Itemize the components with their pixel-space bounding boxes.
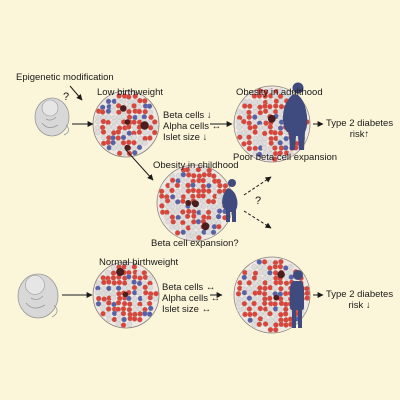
low-birthweight-label: Low birthweight <box>97 87 164 98</box>
beta-cell-expansion-question-label: Beta cell expansion? <box>151 238 239 249</box>
top-risk-label: Type 2 diabetes risk↑ <box>326 118 394 140</box>
question-mark-child: ? <box>255 195 262 207</box>
normal-birthweight-label: Normal birthweight <box>99 257 179 268</box>
poor-expansion-label: Poor beta cell expansion <box>233 152 338 163</box>
question-mark-epigenetic: ? <box>63 91 70 103</box>
arrow-epigenetic <box>69 85 83 101</box>
islet-low-birthweight <box>92 90 160 158</box>
bottom-change-beta: Beta cells ↔ <box>162 282 216 293</box>
obese-adult-silhouette-icon <box>282 82 308 150</box>
top-change-beta: Beta cells ↓ <box>163 110 212 121</box>
arrow-child-down-dashed <box>243 210 272 229</box>
islet-normal-adult <box>233 256 311 334</box>
bottom-change-islet: Islet size ↔ <box>162 304 212 315</box>
islet-obesity-childhood <box>156 164 234 242</box>
top-change-alpha: Alpha cells ↔ <box>163 121 222 132</box>
arrow-child-up-dashed <box>243 176 272 196</box>
normal-adult-silhouette-icon <box>290 270 304 328</box>
epigenetic-modification-label: Epigenetic modification <box>16 72 114 83</box>
obese-child-silhouette-icon <box>222 179 238 222</box>
top-change-islet: Islet size ↓ <box>163 132 208 143</box>
islet-normal-birthweight <box>92 261 160 329</box>
fetus-icon-bottom <box>17 273 59 319</box>
obesity-childhood-label: Obesity in childhood <box>153 160 239 171</box>
fetus-icon-top <box>34 97 70 137</box>
bottom-change-alpha: Alpha cells ↔ <box>162 293 221 304</box>
arrows <box>62 85 324 298</box>
bottom-risk-label: Type 2 diabetes risk ↓ <box>326 289 394 311</box>
arrow-low-to-child <box>125 149 154 181</box>
obesity-adulthood-label: Obesity in adulthood <box>236 87 323 98</box>
